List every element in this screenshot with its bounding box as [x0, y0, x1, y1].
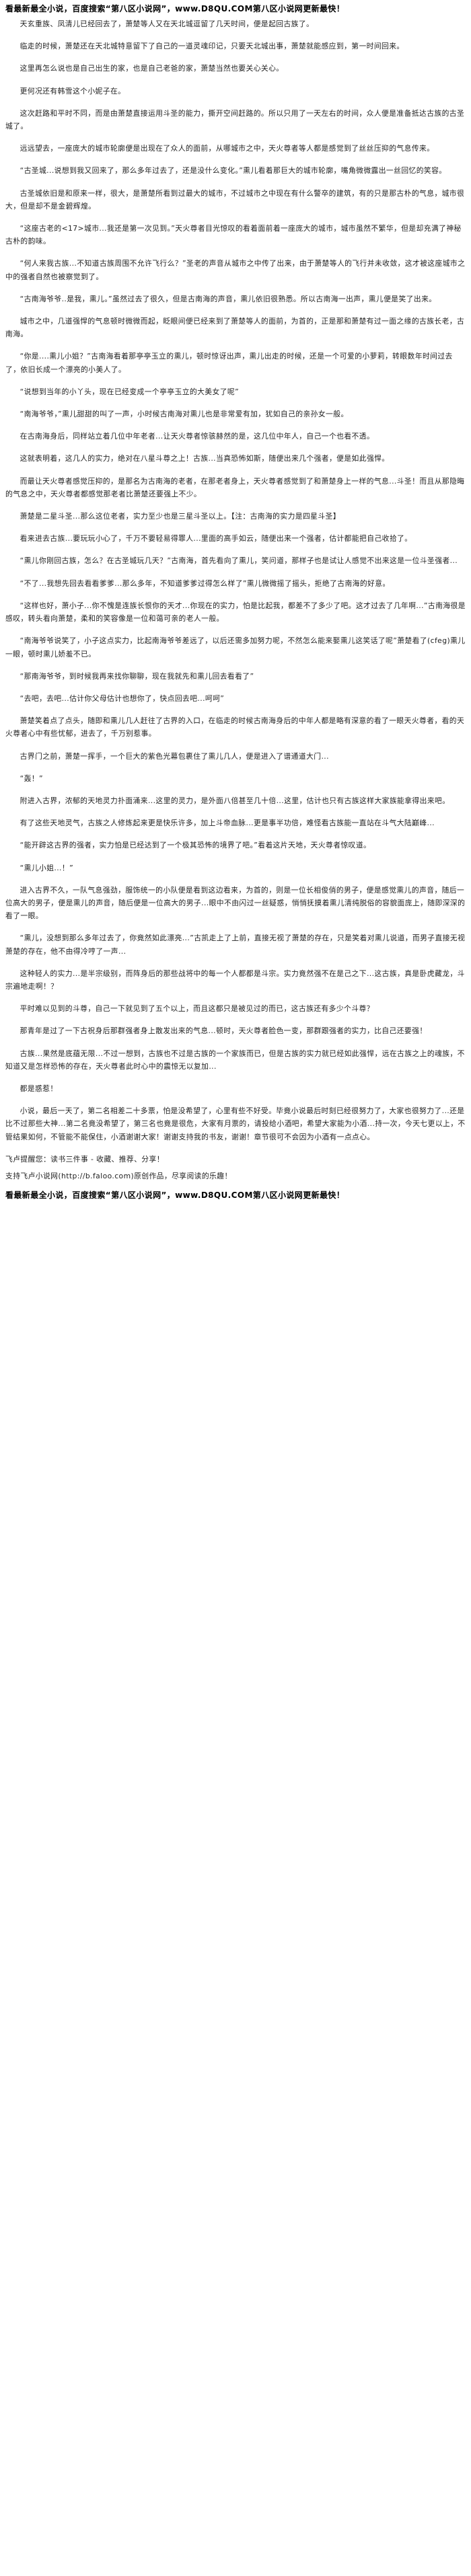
- paragraph: 这种轻人的实力...是半宗级别，而阵身后的那些战将中的每一个人都都是斗宗。实力竟…: [5, 969, 465, 991]
- paragraph: “能开辟这古界的强者，实力怕是已经达到了一个极其恐怖的境界了吧。”看着这片天地，…: [20, 841, 371, 850]
- header-banner: 看最新最全小说，百度搜索“第八区小说网”，www.D8QU.COM第八区小说网更…: [5, 4, 345, 13]
- paragraph: “熏儿你刚回古族，怎么？在古圣城玩几天？”古南海，首先看向了熏儿，笑问道，那样子…: [20, 556, 458, 566]
- paragraph: “说想到当年的小丫头，现在已经变成一个亭亭玉立的大美女了呢”: [20, 387, 240, 396]
- paragraph: “何人来我古族...不知道古族周围不允许飞行么？”圣老的声音从城市之中传了出来，…: [5, 259, 466, 281]
- paragraph: “南海爷爷，”熏儿甜甜的叫了一声，小时候古南海对熏儿也是非常爱有加，犹如自己的亲…: [20, 410, 349, 419]
- paragraph: 小说，最后一天了，第二名相差二十多票，怕是没希望了，心里有些不好受。毕竟小说最后…: [5, 1106, 466, 1141]
- paragraph: 古界门之前，萧楚一挥手，一个巨大的紫色光幕包裹住了熏儿几人，便是进入了谱通道大门…: [20, 751, 329, 761]
- footer-reminder: 飞卢提醒您：读书三件事 - 收藏、推荐、分享！: [5, 1154, 164, 1164]
- bottom-banner: 看最新最全小说，百度搜索“第八区小说网”，www.D8QU.COM第八区小说网更…: [5, 1190, 345, 1201]
- paragraph: 萧楚笑着点了点头，随即和熏儿几人赶往了古界的入口，在临走的时候古南海身后的中年人…: [5, 716, 465, 738]
- paragraph: “那南海爷爷，到时候我再来找你聊聊，现在我就先和熏儿回去看看了”: [20, 671, 254, 681]
- paragraph: “南海爷爷说笑了，小子这点实力，比起南海爷爷差远了，以后还需多加努力呢，不然怎么…: [5, 636, 466, 658]
- paragraph: “这样也好，萧小子...你不愧是连族长恨你的天才...你现在的实力，怕是比起我，…: [5, 601, 466, 623]
- paragraph: 这次赶路和平时不同，而是由萧楚直接运用斗圣的能力，撕开空间赶路的。所以只用了一天…: [5, 108, 465, 131]
- footer-support: 支持飞卢小说网(http://b.faloo.com)原创作品，尽享阅读的乐趣！: [5, 1171, 232, 1180]
- paragraph: 这就表明着，这几人的实力，绝对在八星斗尊之上！古族...当真恐怖如斯，随便出来几…: [20, 454, 390, 463]
- paragraph: 临走的时候，萧楚还在天北城特意留下了自己的一道灵魂印记，只要天北城出事，萧楚就能…: [20, 42, 404, 51]
- paragraph: 附进入古界，浓郁的天地灵力扑面涌来...这里的灵力，是外面八倍甚至几十倍...这…: [20, 796, 450, 805]
- paragraph: 看来进去古族...要玩玩小心了，千万不要轻易得罪人...里面的高手如云，随便出来…: [20, 534, 412, 543]
- paragraph: 这里再怎么说也是自己出生的家，也是自己老爸的家，萧楚当然也要关心关心。: [20, 64, 284, 73]
- paragraph: 平时难以见到的斗尊，自己一下就见到了五个以上，而且这都只是被见过的而已，这古族还…: [20, 1004, 374, 1014]
- paragraph: 古族...果然是底蕴无限...不过一想到，古族也不过是古族的一个家族而已，但是古…: [5, 1049, 465, 1071]
- paragraph: “去吧，去吧...估计你父母估计也想你了，快点回去吧...呵呵”: [20, 693, 225, 703]
- paragraph: “熏儿小姐...！”: [20, 863, 74, 872]
- paragraph: 进入古界不久，一队气息强劲，服饰统一的小队便是看到这边看来，为首的，则是一位长相…: [5, 885, 466, 921]
- paragraph: “古圣城...说想到我又回来了，那么多年过去了，还是没什么变化。”熏儿看着那巨大…: [20, 166, 447, 176]
- paragraph: 城市之中，几道强悍的气息顿时微微而起，眨眼间便已经来到了萧楚等人的面前，为首的，…: [5, 317, 465, 339]
- paragraph: 古圣城依旧是和原来一样，很大，是萧楚所看到过最大的城市，不过城市之中现在有什么警…: [5, 188, 465, 211]
- paragraph: 更何况还有韩雪这个小妮子在。: [20, 86, 126, 96]
- paragraph: “不了...我想先回去看看爹爹...那么多年，不知道爹爹过得怎么样了”熏儿微微摇…: [20, 578, 390, 588]
- paragraph: 远远望去，一座庞大的城市轮廓便是出现在了众人的面前，从哪城市之中，天火尊者等人都…: [20, 144, 435, 153]
- paragraph: “轰！”: [20, 773, 43, 783]
- paragraph: 而最让天火尊者感觉压抑的，是那名为古南海的老者，在那老者身上，天火尊者感觉到了和…: [5, 476, 465, 498]
- paragraph: 在古南海身后，同样站立着几位中年老者...让天火尊者惊骇赫然的是，这几位中年人，…: [20, 432, 375, 441]
- paragraph: “你是....熏儿小姐？”古南海看着那亭亭玉立的熏儿，顿时惊讶出声，熏儿出走的时…: [5, 352, 453, 374]
- footer: 飞卢提醒您：读书三件事 - 收藏、推荐、分享！ 支持飞卢小说网(http://b…: [5, 1153, 466, 1182]
- paragraph: 天玄重族、凤清儿已经回去了，萧楚等人又在天北城逗留了几天时间，便是起回古族了。: [20, 20, 314, 28]
- paragraph: “熏儿，没想到那么多年过去了，你竟然如此漂亮...”古凯走上了上前，直接无视了萧…: [5, 934, 466, 956]
- paragraph: “这座古老的<17>城市...我还是第一次见到。”天火尊者目光惊叹的看着面前着一…: [5, 224, 462, 246]
- paragraph: 那青年是过了一下古祝身后那群强者身上散发出来的气息...顿时，天火尊者脸色一变，…: [20, 1026, 427, 1036]
- paragraph: “古南海爷爷..是我，熏儿。”虽然过去了很久，但是古南海的声音，熏儿依旧很熟悉。…: [20, 294, 437, 303]
- chapter-body: 天玄重族、凤清儿已经回去了，萧楚等人又在天北城逗留了几天时间，便是起回古族了。临…: [5, 17, 466, 1143]
- paragraph: 有了这些天地灵气，古族之人修炼起来更是快乐许多，加上斗帝血脉...更是事半功倍，…: [20, 819, 435, 828]
- paragraph: 萧楚是二星斗圣...那么这位老者，实力至少也是三星斗圣以上。【注：古南海的实力是…: [20, 512, 340, 521]
- paragraph: 都是惑惹！: [20, 1084, 58, 1093]
